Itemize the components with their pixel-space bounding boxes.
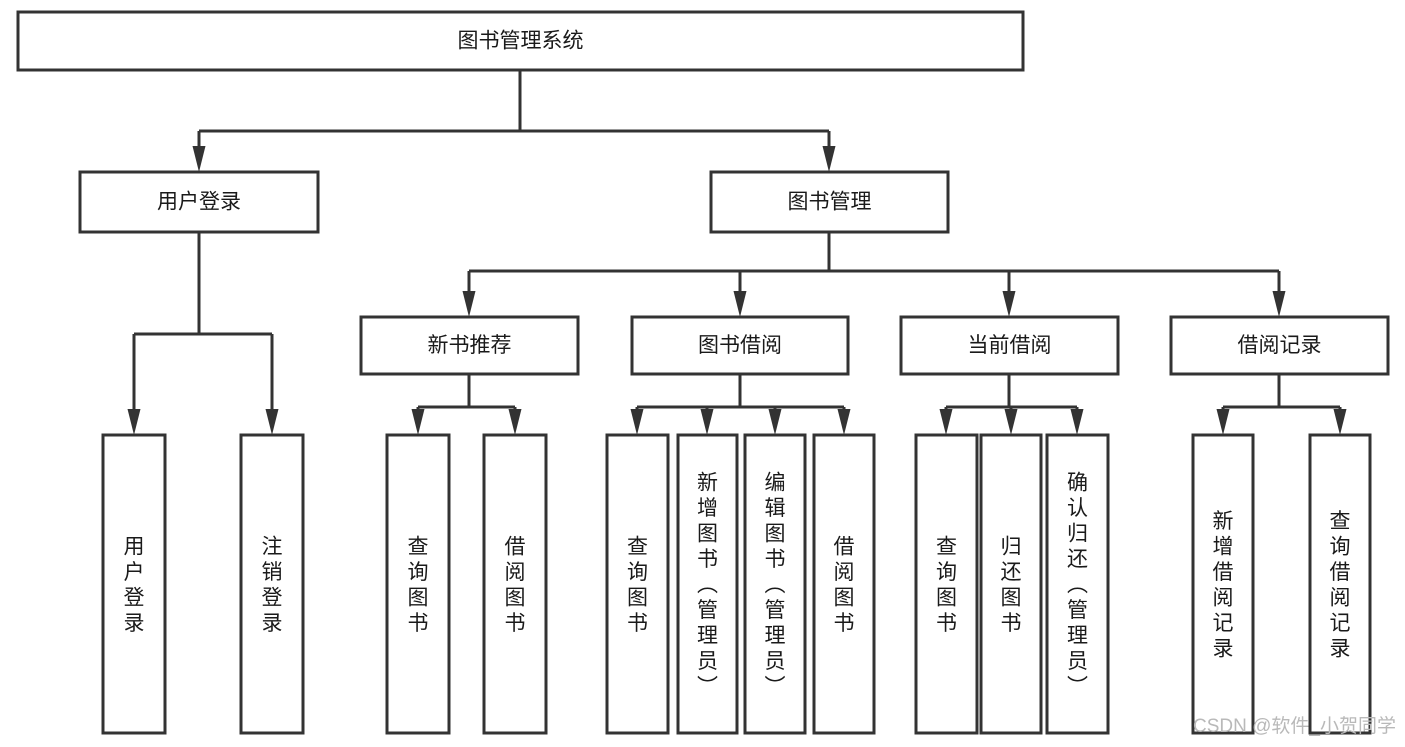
arrow-head-icon (1216, 409, 1230, 435)
node-label-cb-query-book: 查询图书 (936, 535, 957, 635)
node-label-current-borrow: 当前借阅 (968, 334, 1052, 357)
node-box-bb-query-book[interactable] (605, 433, 670, 735)
node-label-cb-confirm-return: 确认归还︵管理员︶ (1067, 472, 1088, 699)
node-label-br-query-record: 查询借阅记录 (1330, 510, 1351, 661)
node-label-borrow-record: 借阅记录 (1238, 334, 1322, 357)
arrow-head-icon (127, 409, 141, 435)
nodes-layer: 图书管理系统用户登录用户登录注销登录图书管理新书推荐查询图书借阅图书图书借阅查询… (16, 10, 1390, 735)
arrow-head-icon (822, 146, 836, 172)
connector-br-to-children (1216, 374, 1347, 435)
node-label-new-book-recommend: 新书推荐 (428, 334, 512, 357)
connector-bb-to-children (630, 374, 851, 435)
node-borrow-record[interactable]: 借阅记录 (1169, 315, 1390, 376)
node-bb-add-book[interactable]: 新增图书︵管理员︶ (676, 433, 739, 735)
node-bb-borrow-book[interactable]: 借阅图书 (812, 433, 876, 735)
arrow-head-icon (630, 409, 644, 435)
node-box-br-add-record[interactable] (1191, 433, 1255, 735)
node-book-manage[interactable]: 图书管理 (709, 170, 950, 234)
node-box-nbr-query-book[interactable] (385, 433, 451, 735)
node-user-login[interactable]: 用户登录 (78, 170, 320, 234)
connector-nbr-to-children (411, 374, 522, 435)
node-user-login-do[interactable]: 用户登录 (101, 433, 167, 735)
arrow-head-icon (265, 409, 279, 435)
node-box-current-borrow[interactable] (899, 315, 1120, 376)
node-box-user-logout[interactable] (239, 433, 305, 735)
node-box-user-login[interactable] (78, 170, 320, 234)
node-bb-query-book[interactable]: 查询图书 (605, 433, 670, 735)
connector-root-to-level2 (192, 70, 836, 172)
node-user-logout[interactable]: 注销登录 (239, 433, 305, 735)
node-label-book-borrow: 图书借阅 (698, 334, 782, 357)
node-current-borrow[interactable]: 当前借阅 (899, 315, 1120, 376)
node-label-cb-return-book: 归还图书 (1001, 535, 1022, 635)
node-box-bb-edit-book[interactable] (743, 433, 807, 735)
node-label-root: 图书管理系统 (458, 30, 584, 53)
node-label-book-manage: 图书管理 (788, 191, 872, 214)
watermark-label: CSDN @软件_小贺同学 (1193, 715, 1396, 737)
arrow-head-icon (508, 409, 522, 435)
node-label-user-login-do: 用户登录 (124, 535, 145, 635)
node-label-bb-borrow-book: 借阅图书 (834, 535, 855, 635)
arrow-head-icon (768, 409, 782, 435)
node-br-query-record[interactable]: 查询借阅记录 (1308, 433, 1372, 735)
node-nbr-query-book[interactable]: 查询图书 (385, 433, 451, 735)
node-box-root[interactable] (16, 10, 1025, 72)
arrow-head-icon (1333, 409, 1347, 435)
node-label-user-logout: 注销登录 (262, 535, 283, 635)
node-cb-return-book[interactable]: 归还图书 (979, 433, 1043, 735)
node-box-user-login-do[interactable] (101, 433, 167, 735)
arrow-head-icon (700, 409, 714, 435)
arrow-head-icon (1272, 291, 1286, 317)
node-cb-query-book[interactable]: 查询图书 (914, 433, 979, 735)
connector-user-login-to-children (127, 232, 279, 435)
node-label-bb-add-book: 新增图书︵管理员︶ (697, 472, 718, 699)
arrow-head-icon (1004, 409, 1018, 435)
node-box-bb-borrow-book[interactable] (812, 433, 876, 735)
node-new-book-recommend[interactable]: 新书推荐 (359, 315, 580, 376)
node-box-bb-add-book[interactable] (676, 433, 739, 735)
node-label-bb-query-book: 查询图书 (627, 535, 648, 635)
arrow-head-icon (837, 409, 851, 435)
node-nbr-borrow-book[interactable]: 借阅图书 (482, 433, 548, 735)
connector-cb-to-children (939, 374, 1084, 435)
node-root[interactable]: 图书管理系统 (16, 10, 1025, 72)
node-box-book-manage[interactable] (709, 170, 950, 234)
node-book-borrow[interactable]: 图书借阅 (630, 315, 850, 376)
node-box-cb-query-book[interactable] (914, 433, 979, 735)
node-box-borrow-record[interactable] (1169, 315, 1390, 376)
node-box-book-borrow[interactable] (630, 315, 850, 376)
arrow-head-icon (192, 146, 206, 172)
connector-book-manage-to-children (462, 232, 1286, 317)
arrow-head-icon (733, 291, 747, 317)
node-box-cb-confirm-return[interactable] (1045, 433, 1110, 735)
node-box-new-book-recommend[interactable] (359, 315, 580, 376)
node-label-br-add-record: 新增借阅记录 (1213, 510, 1234, 661)
arrow-head-icon (411, 409, 425, 435)
node-label-nbr-query-book: 查询图书 (408, 535, 429, 635)
node-label-user-login: 用户登录 (157, 191, 241, 214)
node-cb-confirm-return[interactable]: 确认归还︵管理员︶ (1045, 433, 1110, 735)
arrow-head-icon (462, 291, 476, 317)
connectors-layer (127, 70, 1347, 435)
node-box-cb-return-book[interactable] (979, 433, 1043, 735)
node-box-nbr-borrow-book[interactable] (482, 433, 548, 735)
node-label-nbr-borrow-book: 借阅图书 (505, 535, 526, 635)
node-bb-edit-book[interactable]: 编辑图书︵管理员︶ (743, 433, 807, 735)
node-label-bb-edit-book: 编辑图书︵管理员︶ (765, 472, 786, 699)
node-br-add-record[interactable]: 新增借阅记录 (1191, 433, 1255, 735)
arrow-head-icon (1070, 409, 1084, 435)
arrow-head-icon (1002, 291, 1016, 317)
arrow-head-icon (939, 409, 953, 435)
node-box-br-query-record[interactable] (1308, 433, 1372, 735)
